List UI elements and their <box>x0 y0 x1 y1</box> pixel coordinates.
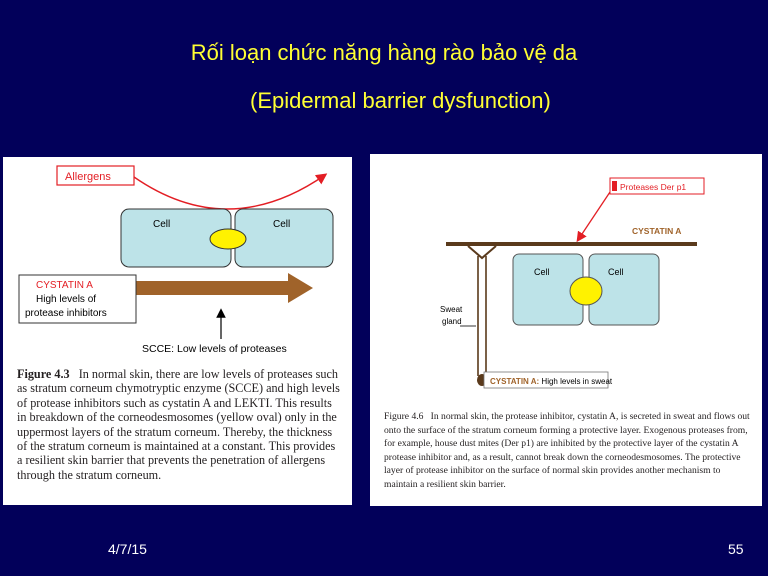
allergens-box <box>56 165 135 186</box>
slide-page-number: 55 <box>728 541 744 557</box>
cystatin-box <box>18 274 137 324</box>
slide-subtitle: (Epidermal barrier dysfunction) <box>250 88 551 113</box>
figure-4-3-diagram: Allergens Cell Cell CYSTATIN A High leve… <box>18 165 334 355</box>
proteases-label: Proteases Der p1 <box>620 182 686 192</box>
corneodesmosome-oval <box>209 228 247 250</box>
caption-body: In normal skin, the protease inhibitor, … <box>384 411 750 490</box>
allergens-label: Allergens <box>65 171 111 183</box>
cell-right <box>234 208 334 268</box>
caption-figure-number: Figure 4.3 <box>17 367 70 381</box>
cell-right-label: Cell <box>608 267 624 277</box>
figure-4-6-caption: Figure 4.6 In normal skin, the protease … <box>384 410 756 491</box>
sweat-cystatin-box <box>483 371 609 389</box>
figure-4-6-panel: Proteases Der p1 CYSTATIN A Sweat gland … <box>370 154 762 506</box>
protective-layer <box>446 242 697 246</box>
inhibitor-arrow <box>135 273 313 303</box>
proteases-box <box>609 177 705 195</box>
cystatin-label: CYSTATIN A <box>36 280 93 291</box>
sweat-gland-duct <box>477 256 487 376</box>
inhibitor-label-1: High levels of <box>36 294 96 305</box>
figure-4-3-panel: Allergens Cell Cell CYSTATIN A High leve… <box>3 157 352 505</box>
inhibitor-label-2: protease inhibitors <box>25 308 107 319</box>
cystatin-layer-label: CYSTATIN A <box>632 226 681 236</box>
cell-left-label: Cell <box>534 267 550 277</box>
figure-4-3-caption: Figure 4.3 In normal skin, there are low… <box>17 367 342 482</box>
sweat-label-1: Sweat <box>440 305 463 314</box>
sweat-label-2: gland <box>442 317 462 326</box>
proteases-arrow <box>576 191 611 243</box>
corneodesmosome-oval <box>569 276 603 306</box>
caption-figure-number: Figure 4.6 <box>384 411 424 422</box>
allergen-deflection-arrow <box>133 173 328 210</box>
slide-date: 4/7/15 <box>108 541 147 557</box>
cell-right-label: Cell <box>273 219 290 230</box>
caption-body: In normal skin, there are low levels of … <box>17 367 340 482</box>
slide-title: Rối loạn chức năng hàng rào bảo vệ da <box>190 40 578 65</box>
cell-left-label: Cell <box>153 219 170 230</box>
scce-label: SCCE: Low levels of proteases <box>142 343 287 355</box>
figure-4-6-diagram: Proteases Der p1 CYSTATIN A Sweat gland … <box>440 177 705 389</box>
sweat-cystatin-label: CYSTATIN A: High levels in sweat <box>490 377 613 386</box>
